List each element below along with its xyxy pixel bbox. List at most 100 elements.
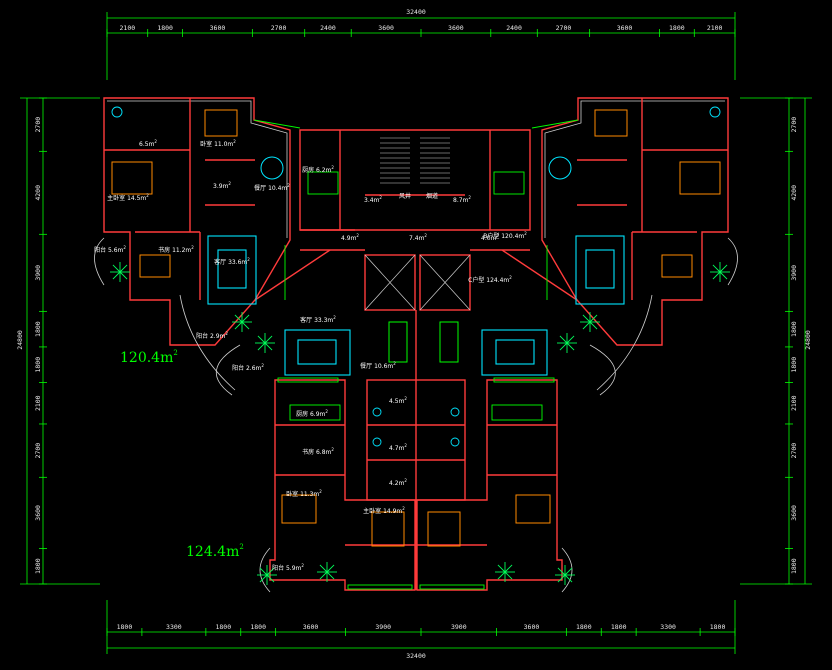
top-dim-label: 2700	[271, 24, 287, 32]
room-label: C户型 124.4m2	[468, 275, 512, 284]
top-total-dimension: 32400	[406, 8, 426, 16]
left-dim-label: 1800	[34, 321, 42, 337]
right-dim-label: 1800	[790, 558, 798, 574]
room-label: 卧室 11.0m2	[200, 139, 236, 148]
bottom-dim-label: 3600	[524, 623, 540, 631]
area-label-upper: 120.4m2	[120, 349, 178, 366]
room-label: 厨房 6.2m2	[302, 165, 334, 174]
room-label: 4.7m2	[389, 443, 407, 452]
top-dim-label: 2700	[556, 24, 572, 32]
room-label: 4.9m2	[341, 233, 359, 242]
bottom-dim-label: 3900	[451, 623, 467, 631]
bottom-dim-label: 1800	[611, 623, 627, 631]
top-dim-label: 3600	[210, 24, 226, 32]
room-label: 7.4m2	[409, 233, 427, 242]
bottom-dim-label: 1800	[117, 623, 133, 631]
plant-icon	[317, 562, 337, 582]
room-label: 阳台 2.6m2	[232, 363, 264, 372]
plant-icon	[710, 262, 730, 282]
room-label: 餐厅 10.4m2	[254, 183, 290, 192]
top-dim-label: 3600	[617, 24, 633, 32]
room-label: 阳台 2.9m2	[196, 331, 228, 340]
right-dim-label: 4200	[790, 185, 798, 201]
bottom-dimension-chain	[106, 600, 736, 654]
top-dim-label: 1800	[669, 24, 685, 32]
left-dimension-labels: 2700 4200 3900 1800 1800 2100 2700 3600 1800	[34, 97, 47, 585]
bottom-dim-label: 3300	[166, 623, 182, 631]
left-dim-label: 3600	[34, 505, 42, 521]
plant-icon	[255, 333, 275, 353]
room-label: 4.5m2	[389, 396, 407, 405]
stair-treads	[380, 137, 450, 184]
bottom-dim-label: 3900	[375, 623, 391, 631]
room-label: 阳台 5.6m2	[94, 245, 126, 254]
room-label: 客厅 33.6m2	[214, 257, 250, 266]
room-label: 主卧室 14.9m2	[363, 506, 405, 515]
room-label: 4.2m2	[389, 478, 407, 487]
room-label: 烟道	[426, 192, 438, 200]
plant-icon	[232, 312, 252, 332]
plant-icon	[557, 333, 577, 353]
sofa-icon	[207, 235, 625, 376]
room-label: 8.7m2	[453, 195, 471, 204]
plant-icon	[580, 312, 600, 332]
bottom-dim-label: 1800	[215, 623, 231, 631]
right-dim-label: 3600	[790, 505, 798, 521]
top-dim-label: 2100	[120, 24, 136, 32]
right-dim-label: 1800	[790, 321, 798, 337]
bottom-dim-label: 3300	[660, 623, 676, 631]
top-dim-label: 3600	[448, 24, 464, 32]
left-dim-label: 1800	[34, 357, 42, 373]
left-dim-label: 2700	[34, 117, 42, 133]
window-strips	[253, 119, 579, 590]
right-dim-label: 2700	[790, 443, 798, 459]
side-dimension-chains	[20, 97, 812, 585]
bottom-total-dimension: 32400	[406, 652, 426, 660]
area-label-lower: 124.4m2	[186, 543, 244, 560]
room-label: 主卧室 14.5m2	[107, 193, 149, 202]
room-label: B户型 120.4m2	[483, 231, 527, 240]
right-dim-label: 3900	[790, 265, 798, 281]
top-dim-label: 3600	[378, 24, 394, 32]
plant-icon	[555, 565, 575, 585]
room-label: 书房 6.8m2	[302, 447, 334, 456]
left-dim-label: 4200	[34, 185, 42, 201]
plant-icon	[110, 262, 130, 282]
room-label: 4.0m2	[481, 233, 499, 242]
toilet-icon	[111, 106, 721, 447]
bottom-dim-label: 1800	[576, 623, 592, 631]
kitchen-counter-icon	[289, 171, 543, 421]
top-dimension-chain	[106, 12, 736, 80]
top-dim-label: 2100	[707, 24, 723, 32]
bottom-dim-label: 1800	[250, 623, 266, 631]
room-label: 3.9m2	[213, 181, 231, 190]
bottom-dim-label: 3600	[303, 623, 319, 631]
top-dim-label: 2400	[320, 24, 336, 32]
left-dim-label: 1800	[34, 558, 42, 574]
building-walls	[94, 97, 738, 593]
room-label: 厨房 6.9m2	[296, 409, 328, 418]
bottom-dim-label: 1800	[710, 623, 726, 631]
plant-icon	[110, 262, 730, 585]
room-label: 客厅 33.3m2	[300, 315, 336, 324]
bottom-dimension-labels: 1800 3300 1800 1800 3600 3900 3900 3600 1800 1800…	[106, 623, 736, 636]
left-dim-label: 3900	[34, 265, 42, 281]
top-dim-label: 1800	[157, 24, 173, 32]
left-dim-label: 2700	[34, 443, 42, 459]
left-total-dimension: 24800	[16, 330, 24, 350]
room-label: 书房 11.2m2	[158, 245, 194, 254]
room-label: 卧室 11.3m2	[286, 489, 322, 498]
plant-icon	[257, 565, 277, 585]
left-dim-label: 2100	[34, 395, 42, 411]
room-label: 餐厅 10.6m2	[360, 361, 396, 370]
room-label: 阳台 5.9m2	[272, 563, 304, 572]
right-dim-label: 1800	[790, 357, 798, 373]
room-label: 3.4m2	[364, 195, 382, 204]
room-label: 风井	[399, 192, 411, 200]
right-total-dimension: 24800	[804, 330, 812, 350]
room-label: 6.5m2	[139, 139, 157, 148]
plant-icon	[495, 562, 515, 582]
